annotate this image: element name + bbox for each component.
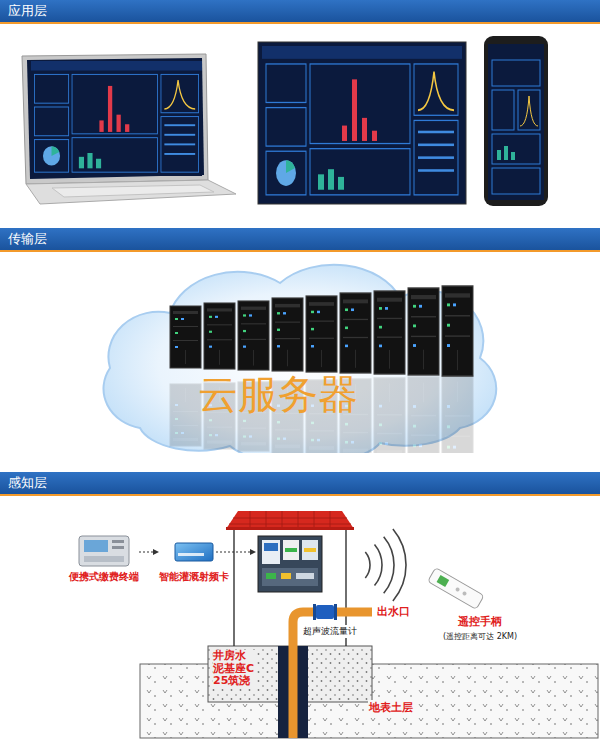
layer-title: 传输层 — [0, 228, 600, 250]
signal-arc — [375, 544, 383, 585]
server-rack — [408, 288, 439, 375]
meter-body — [316, 605, 334, 619]
indicator — [281, 573, 291, 579]
laptop-lid — [22, 54, 208, 184]
layer-band: 应用层 — [0, 0, 600, 24]
dashboard-panel — [492, 134, 540, 164]
laptop-base — [26, 180, 236, 204]
terminal-keys — [84, 556, 124, 562]
bar — [497, 150, 501, 160]
keyboard — [52, 185, 214, 197]
payment-terminal — [79, 536, 129, 566]
card-stripe — [178, 553, 204, 556]
bar — [504, 146, 508, 160]
layer-band: 感知层 — [0, 472, 600, 496]
server-rack — [238, 301, 269, 370]
base-label: 井房水泥基座C25筑浇 — [213, 650, 256, 688]
cloud-title: 云服务器 — [198, 374, 358, 414]
house-wall — [233, 529, 234, 646]
dashboard-panel — [492, 90, 514, 130]
card-to-house-arrow — [216, 549, 256, 555]
water-pipe — [293, 612, 372, 738]
remote-control — [428, 568, 484, 610]
flow-meter — [313, 604, 337, 620]
device-node: 遥控手柄 (遥控距离可达 2KM) — [443, 566, 517, 642]
roof-tiles — [229, 511, 351, 529]
device-label: 智能灌溉射频卡 — [159, 570, 229, 584]
indicator — [266, 573, 276, 579]
terminal-screen — [84, 540, 108, 552]
server-rack — [340, 293, 371, 373]
roof-edge — [226, 527, 354, 530]
arrow-head — [250, 549, 256, 555]
terminal-button — [112, 540, 124, 543]
server-rack — [374, 291, 405, 374]
device-label: (遥控距离可达 2KM) — [443, 631, 517, 642]
signal-arc — [384, 537, 394, 594]
dashboard-panel — [492, 168, 540, 194]
soil-label: 地表土层 — [368, 700, 414, 715]
control-module — [283, 540, 299, 560]
phone-body — [484, 36, 548, 206]
server-rack — [306, 296, 337, 372]
remote-body — [428, 568, 484, 610]
remote-button — [455, 587, 460, 592]
bar — [511, 152, 515, 160]
arrow-head — [153, 549, 159, 555]
control-module — [262, 540, 280, 564]
terminal-button — [112, 546, 124, 549]
layer-title: 感知层 — [0, 472, 600, 494]
laptop-screen — [27, 58, 204, 179]
roof — [226, 511, 354, 529]
cloud-outline — [80, 258, 510, 453]
dashboard — [262, 46, 462, 200]
dashboard-panel — [492, 60, 540, 86]
server-rack — [442, 286, 473, 376]
screen-frame — [258, 42, 466, 204]
indicator — [304, 548, 316, 552]
wireless-signal — [365, 529, 406, 601]
dashboard-panel — [518, 90, 540, 130]
signal-arc — [365, 552, 370, 578]
cloud-node: 云服务器 — [80, 258, 510, 453]
device-node: 智能灌溉射频卡 — [159, 532, 229, 584]
device-label: 便携式缴费终端 — [69, 570, 139, 584]
flange — [313, 604, 316, 620]
remote-button — [462, 591, 467, 596]
big-screen — [258, 42, 466, 204]
indicator — [285, 548, 297, 552]
layer-title: 应用层 — [0, 0, 600, 22]
control-box — [258, 536, 322, 592]
control-module — [302, 540, 318, 560]
device-label: 遥控手柄 — [443, 614, 517, 629]
phone-screen — [488, 44, 544, 200]
dashboard — [31, 61, 202, 176]
laptop — [22, 54, 236, 204]
curve — [520, 96, 538, 126]
indicator — [296, 573, 314, 579]
rf-card — [175, 543, 213, 561]
card-body — [175, 543, 213, 561]
flowmeter-label: 超声波流量计 — [302, 625, 358, 638]
server-rack — [204, 303, 235, 369]
outlet-label: 出水口 — [377, 604, 410, 619]
phone — [484, 36, 548, 206]
server-rack — [170, 306, 201, 368]
server-rack — [272, 298, 303, 371]
device-node: 便携式缴费终端 — [69, 532, 139, 584]
terminal-body — [79, 536, 129, 566]
layer-band: 传输层 — [0, 228, 600, 252]
remote-label — [437, 575, 450, 587]
control-module — [262, 568, 318, 586]
signal-arc — [393, 529, 406, 601]
control-display — [264, 543, 278, 551]
flange — [334, 604, 337, 620]
server-racks — [170, 286, 473, 376]
connector — [139, 549, 159, 555]
